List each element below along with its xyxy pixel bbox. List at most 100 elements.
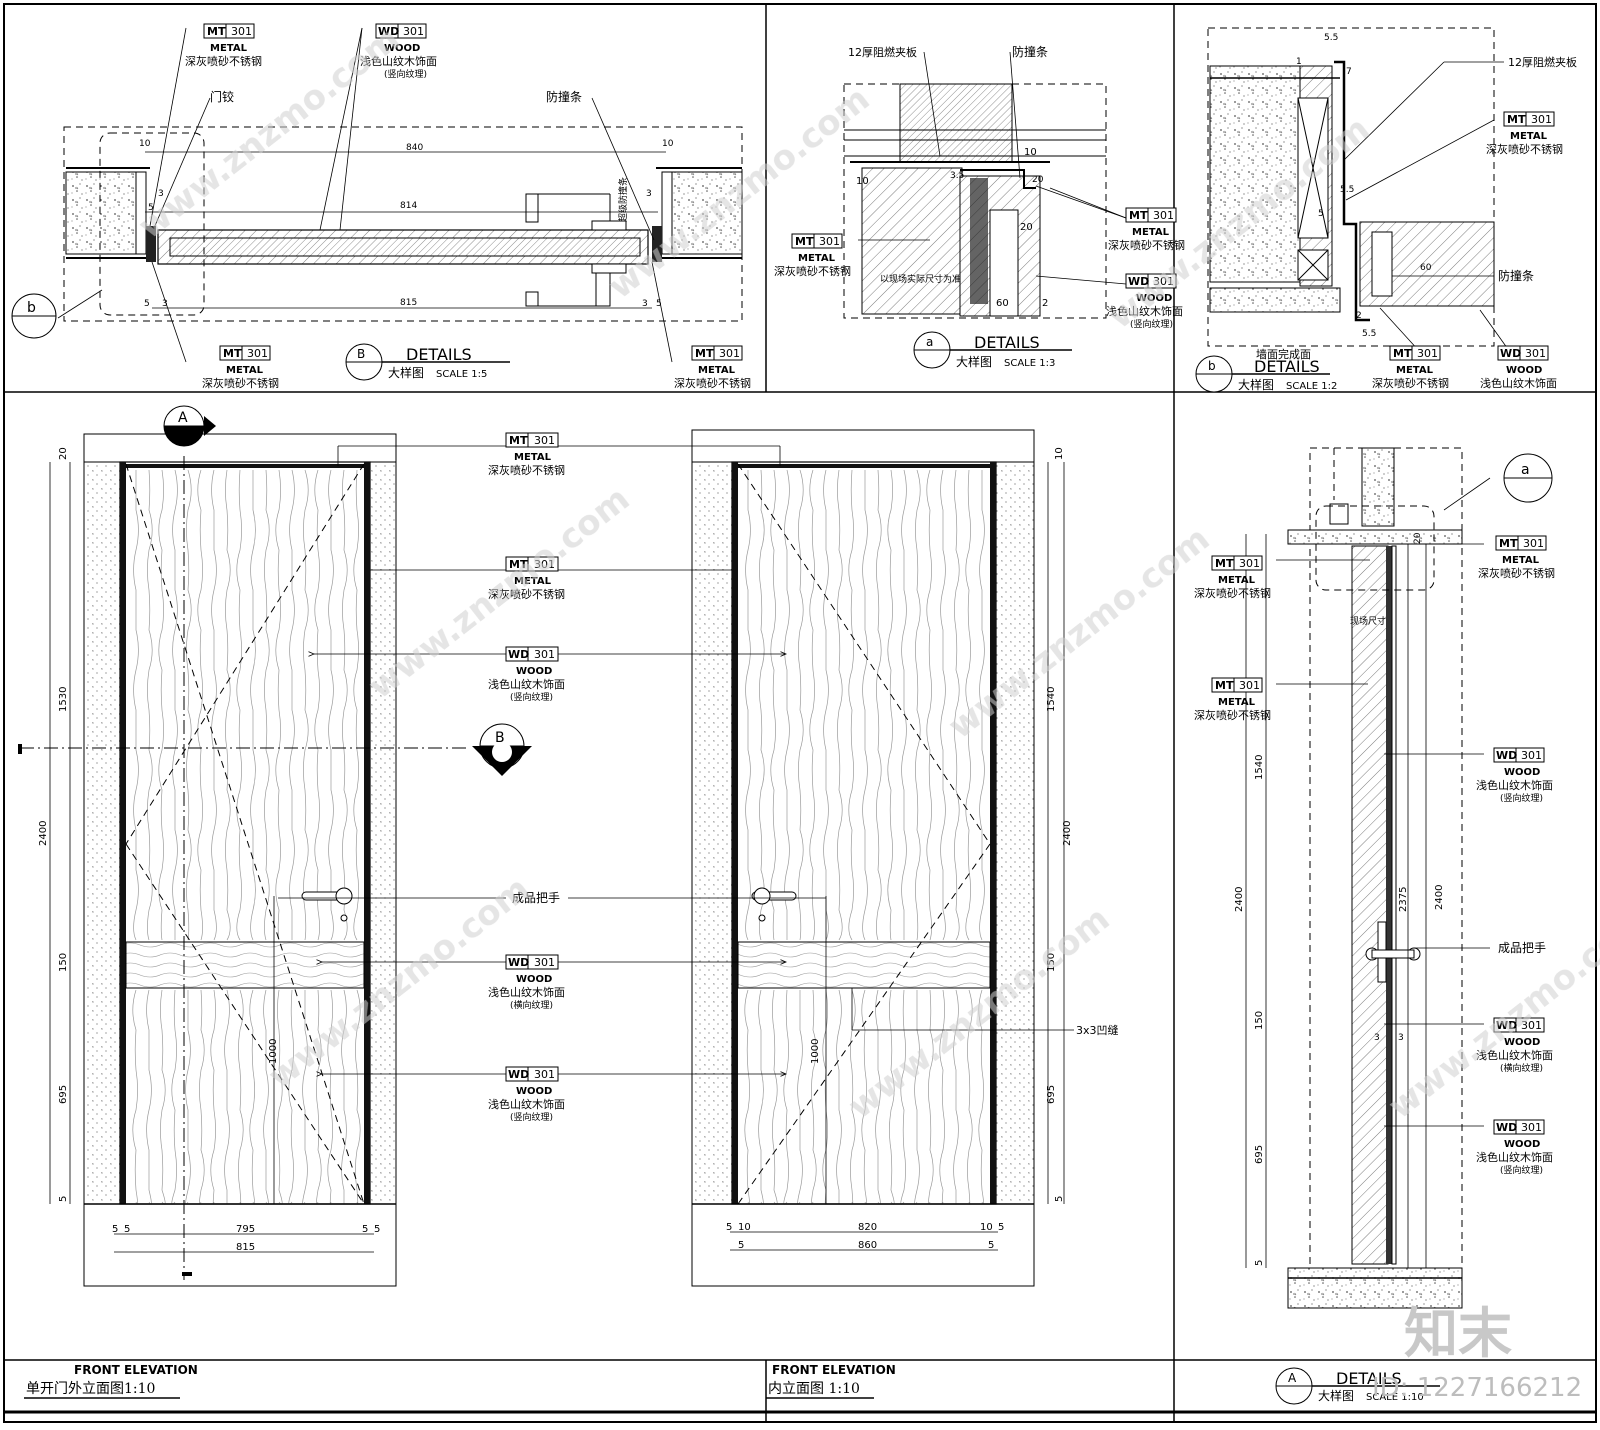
svg-text:METAL: METAL <box>1218 697 1256 708</box>
outer-elevation: 20 1530 2400 150 695 5 1000 5 5 795 5 5 … <box>18 433 470 1287</box>
svg-text:301: 301 <box>719 347 740 360</box>
svg-text:(竖向纹理): (竖向纹理) <box>1130 318 1173 330</box>
svg-text:浅色山纹木饰面: 浅色山纹木饰面 <box>1106 304 1183 318</box>
svg-text:5: 5 <box>124 1224 130 1235</box>
svg-text:(横向纹理): (横向纹理) <box>510 999 553 1011</box>
svg-text:MT: MT <box>509 558 528 571</box>
dim-10-right: 10 <box>662 139 674 149</box>
svg-text:b: b <box>27 300 36 316</box>
svg-text:2375: 2375 <box>1398 887 1409 912</box>
bumper-note: 防撞条 <box>546 89 582 104</box>
svg-text:浅色山纹木饰面: 浅色山纹木饰面 <box>1476 1150 1553 1164</box>
svg-text:695: 695 <box>1046 1085 1057 1104</box>
svg-text:深灰喷砂不锈钢: 深灰喷砂不锈钢 <box>488 463 565 477</box>
dim-5: 5 <box>656 299 662 309</box>
svg-text:浅色山纹木饰面: 浅色山纹木饰面 <box>488 677 565 691</box>
svg-text:WOOD: WOOD <box>516 666 552 677</box>
svg-text:WOOD: WOOD <box>1506 365 1542 376</box>
svg-text:5: 5 <box>374 1224 380 1235</box>
svg-text:301: 301 <box>1525 347 1546 360</box>
svg-text:(竖向纹理): (竖向纹理) <box>510 1111 553 1123</box>
title-b-plan: B DETAILS 大样图 SCALE 1:5 <box>345 343 510 381</box>
svg-text:301: 301 <box>1153 209 1174 222</box>
svg-text:浅色山纹木饰面: 浅色山纹木饰面 <box>488 1097 565 1111</box>
svg-text:2: 2 <box>1356 311 1362 321</box>
svg-text:7: 7 <box>1346 67 1352 77</box>
svg-text:20: 20 <box>1020 222 1033 233</box>
section-marker-b: B <box>472 723 532 776</box>
fireboard-note: 12厚阻燃夹板 <box>848 45 917 59</box>
dim-10-left: 10 <box>139 139 151 149</box>
svg-text:301: 301 <box>819 235 840 248</box>
svg-text:695: 695 <box>1254 1145 1265 1164</box>
svg-text:SCALE 1:3: SCALE 1:3 <box>1004 358 1055 369</box>
svg-text:深灰喷砂不锈钢: 深灰喷砂不锈钢 <box>185 54 262 68</box>
svg-text:5: 5 <box>998 1222 1004 1233</box>
site-size-note: 以现场实际尺寸为准 <box>880 273 961 285</box>
svg-text:301: 301 <box>534 558 555 571</box>
wall-finish-note: 墙面完成面 <box>1256 347 1311 361</box>
svg-text:20: 20 <box>1032 175 1044 185</box>
svg-text:MT: MT <box>509 434 528 447</box>
svg-text:B: B <box>495 730 505 746</box>
svg-text:3: 3 <box>1374 1033 1380 1043</box>
svg-text:DETAILS: DETAILS <box>974 333 1040 352</box>
svg-text:A: A <box>178 410 188 426</box>
svg-text:301: 301 <box>231 25 252 38</box>
svg-text:301: 301 <box>1521 1121 1542 1134</box>
svg-text:WOOD: WOOD <box>1136 293 1172 304</box>
svg-text:2400: 2400 <box>38 821 49 846</box>
center-annotations <box>278 445 1074 1074</box>
svg-text:FRONT ELEVATION: FRONT ELEVATION <box>772 1363 896 1377</box>
hinge-note: 门铰 <box>210 89 234 104</box>
svg-text:浅色山纹木饰面: 浅色山纹木饰面 <box>360 54 437 68</box>
svg-text:a: a <box>1521 462 1530 478</box>
svg-text:METAL: METAL <box>698 365 736 376</box>
svg-text:METAL: METAL <box>226 365 264 376</box>
svg-text:WOOD: WOOD <box>1504 767 1540 778</box>
svg-text:(竖向纹理): (竖向纹理) <box>384 68 427 80</box>
svg-text:深灰喷砂不锈钢: 深灰喷砂不锈钢 <box>1194 708 1271 722</box>
title-b-detail: b DETAILS 大样图 SCALE 1:2 <box>1195 355 1337 393</box>
svg-text:301: 301 <box>534 434 555 447</box>
svg-text:301: 301 <box>534 956 555 969</box>
svg-text:大样图: 大样图 <box>388 365 424 380</box>
svg-text:MT: MT <box>1215 679 1234 692</box>
svg-text:MT: MT <box>1507 113 1526 126</box>
svg-text:WD: WD <box>378 25 399 38</box>
svg-text:WOOD: WOOD <box>516 974 552 985</box>
svg-text:5: 5 <box>738 1240 744 1251</box>
svg-text:浅色山纹木饰面: 浅色山纹木饰面 <box>1476 778 1553 792</box>
dim-815: 815 <box>400 298 417 308</box>
svg-text:METAL: METAL <box>798 253 836 264</box>
svg-text:SCALE 1:10: SCALE 1:10 <box>1366 1392 1424 1403</box>
svg-text:(竖向纹理): (竖向纹理) <box>510 691 553 703</box>
dim-840: 840 <box>406 143 423 153</box>
svg-text:大样图: 大样图 <box>1238 377 1274 392</box>
svg-text:(横向纹理): (横向纹理) <box>1500 1062 1543 1074</box>
svg-text:深灰喷砂不锈钢: 深灰喷砂不锈钢 <box>1478 566 1555 580</box>
dim-3: 3 <box>642 299 648 309</box>
svg-text:10: 10 <box>980 1222 993 1233</box>
svg-text:5: 5 <box>988 1240 994 1251</box>
svg-text:301: 301 <box>534 1068 555 1081</box>
svg-text:METAL: METAL <box>514 576 552 587</box>
svg-text:5: 5 <box>362 1224 368 1235</box>
svg-text:浅色山纹木饰面: 浅色山纹木饰面 <box>1476 1048 1553 1062</box>
svg-text:a: a <box>926 335 933 349</box>
svg-text:60: 60 <box>1420 263 1432 273</box>
svg-text:60: 60 <box>996 298 1009 309</box>
svg-text:METAL: METAL <box>1218 575 1256 586</box>
svg-text:5.5: 5.5 <box>1362 329 1376 339</box>
